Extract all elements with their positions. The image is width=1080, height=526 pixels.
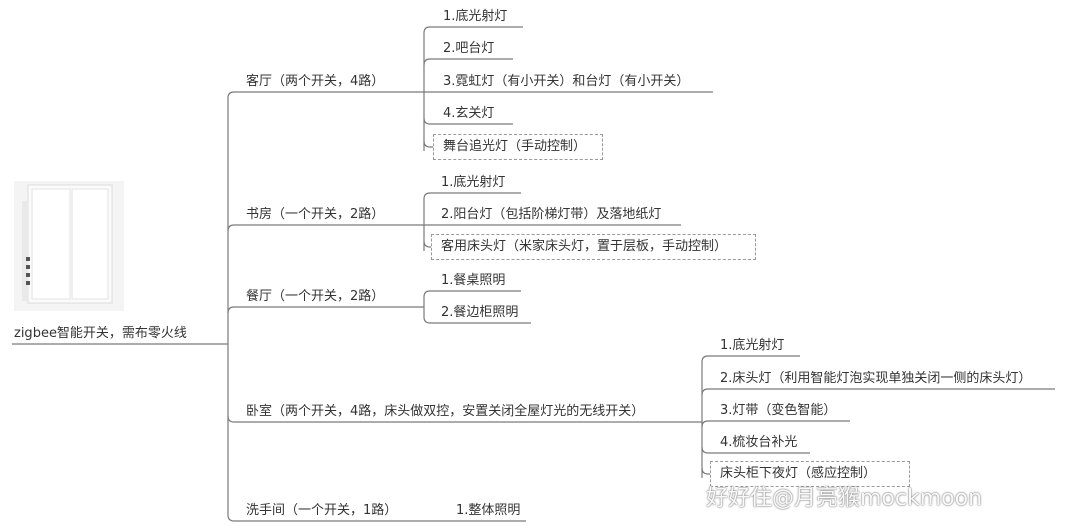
- room-branch: [227, 415, 676, 423]
- room-branch: [227, 224, 396, 232]
- room-label: 餐厅（一个开关，2路）: [246, 289, 385, 304]
- dashed-item-box: [431, 234, 756, 260]
- room-branch: [227, 514, 396, 522]
- leaf-item-label: 1.底光射灯: [720, 338, 785, 353]
- room-branch: [227, 306, 396, 314]
- leaf-branch: [423, 316, 531, 324]
- leaf-branch: [423, 58, 513, 66]
- leaf-item-label: 2.床头灯（利用智能灯泡实现单独关闭一侧的床头灯）: [720, 371, 1032, 386]
- leaf-item-label: 3.灯带（变色智能）: [720, 403, 837, 418]
- leaf-item-label: 1.餐桌照明: [441, 273, 506, 288]
- switch-image: [14, 181, 124, 311]
- leaf-item-label: 1.整体照明: [456, 503, 521, 518]
- leaf-branch: [701, 355, 800, 363]
- leaf-item-label: 4.玄关灯: [443, 106, 495, 121]
- leaf-branch: [423, 140, 433, 148]
- dashed-item-box: [433, 134, 603, 160]
- leaf-item-label: 2.吧台灯: [443, 41, 495, 56]
- leaf-item-label: 3.霓虹灯（有小开关）和台灯（有小开关）: [443, 74, 690, 89]
- leaf-item-label: 1.底光射灯: [441, 175, 506, 190]
- leaf-item-label: 舞台追光灯（手动控制）: [443, 139, 587, 154]
- room-label: 书房（一个开关，2路）: [246, 207, 385, 222]
- leaf-branch: [423, 192, 521, 200]
- leaf-branch: [423, 26, 523, 34]
- room-label: 洗手间（一个开关，1路）: [246, 503, 398, 518]
- leaf-branch: [423, 290, 521, 298]
- leaf-item-label: 4.梳妆台补光: [720, 435, 798, 450]
- leaf-branch: [423, 117, 513, 125]
- dashed-item-box: [710, 461, 910, 487]
- watermark: 好好住@月亮猴mockmoon: [706, 486, 983, 511]
- leaf-branch: [701, 446, 810, 454]
- room-label: 客厅（两个开关，4路）: [246, 74, 385, 89]
- leaf-branch: [423, 240, 431, 248]
- leaf-item-label: 2.餐边柜照明: [441, 305, 519, 320]
- leaf-item-label: 客用床头灯（米家床头灯，置于层板，手动控制）: [441, 239, 728, 254]
- leaf-item-label: 床头柜下夜灯（感应控制）: [720, 466, 877, 481]
- room-label: 卧室（两个开关，4路，床头做双控，安置关闭全屋灯光的无线开关）: [246, 404, 645, 419]
- root-node-label: zigbee智能开关，需布零火线: [14, 326, 187, 341]
- leaf-branch: [701, 420, 850, 428]
- leaf-item-label: 1.底光射灯: [443, 9, 508, 24]
- leaf-branch: [701, 467, 710, 475]
- leaf-branch: [701, 388, 1055, 396]
- leaf-item-label: 2.阳台灯（包括阶梯灯带）及落地纸灯: [441, 207, 662, 222]
- room-branch: [227, 91, 396, 99]
